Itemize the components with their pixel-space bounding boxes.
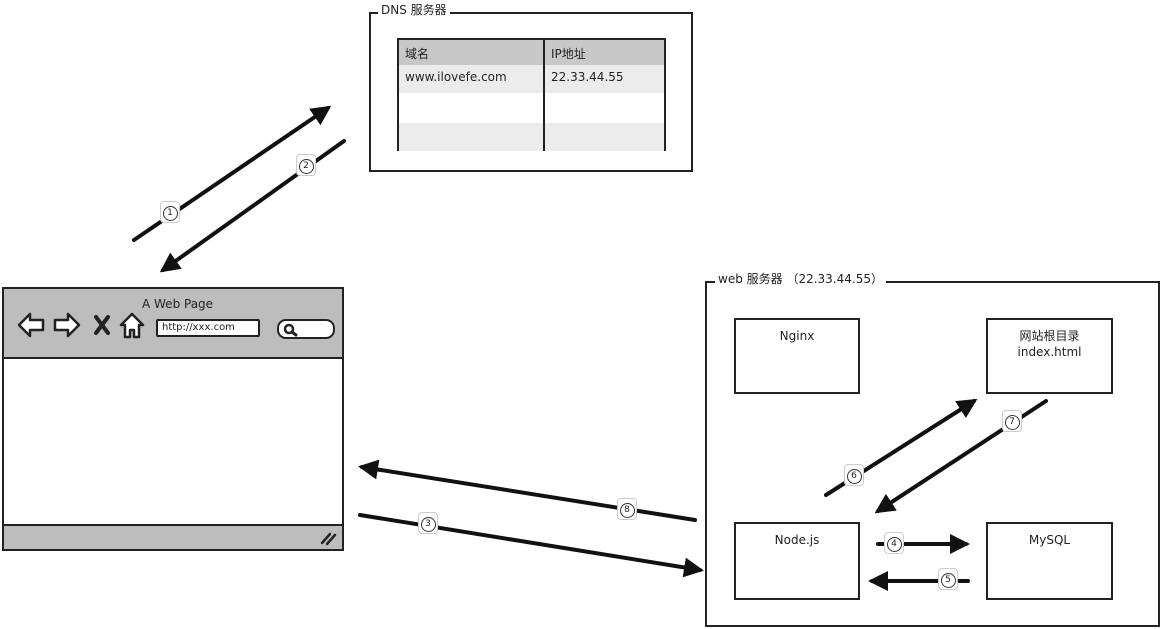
mysql-box: MySQL: [986, 522, 1113, 600]
browser-toolbar: A Web Page http://xxx.com: [4, 289, 342, 359]
step-badge-6: 6: [844, 464, 864, 486]
nginx-label: Nginx: [779, 329, 815, 343]
dns-table-cell: 22.33.44.55: [545, 65, 664, 93]
step-badge-5: 5: [938, 568, 958, 590]
search-icon: [283, 323, 298, 337]
step-badge-7: 7: [1002, 410, 1022, 432]
site-root-label: 网站根目录: [1019, 329, 1080, 343]
nodejs-label: Node.js: [774, 533, 820, 547]
web-server-title: web 服务器 （22.33.44.55）: [715, 272, 886, 286]
arrow-step-8: [358, 459, 697, 522]
step-badge-2: 2: [296, 154, 316, 176]
dns-table: 域名 IP地址 www.ilovefe.com 22.33.44.55: [397, 38, 666, 151]
stop-icon[interactable]: [92, 311, 112, 339]
dns-table-cell: [399, 93, 545, 123]
arrow-step-3: [358, 513, 704, 578]
dns-table-cell: [545, 123, 664, 151]
back-icon[interactable]: [16, 311, 46, 339]
resize-grip-icon[interactable]: [319, 530, 337, 546]
search-field[interactable]: [277, 319, 335, 339]
home-icon[interactable]: [118, 311, 146, 341]
browser-title: A Web Page: [142, 297, 214, 311]
mysql-label: MySQL: [1028, 533, 1071, 547]
dns-server-title: DNS 服务器: [378, 3, 450, 17]
url-field[interactable]: http://xxx.com: [156, 319, 260, 337]
dns-table-header-domain: 域名: [399, 40, 545, 65]
step-badge-3: 3: [418, 512, 438, 534]
dns-table-cell: www.ilovefe.com: [399, 65, 545, 93]
site-root-file: index.html: [1017, 345, 1082, 359]
step-badge-8: 8: [617, 498, 637, 520]
browser-window: A Web Page http://xxx.com: [2, 287, 344, 551]
step-badge-4: 4: [884, 532, 904, 554]
forward-icon[interactable]: [52, 311, 82, 339]
browser-status-bar: [4, 524, 342, 549]
nodejs-box: Node.js: [734, 522, 860, 600]
step-badge-1: 1: [160, 201, 180, 223]
dns-table-cell: [399, 123, 545, 151]
site-root-box: 网站根目录 index.html: [986, 318, 1113, 394]
dns-table-header-ip: IP地址: [545, 40, 664, 65]
nginx-box: Nginx: [734, 318, 860, 394]
